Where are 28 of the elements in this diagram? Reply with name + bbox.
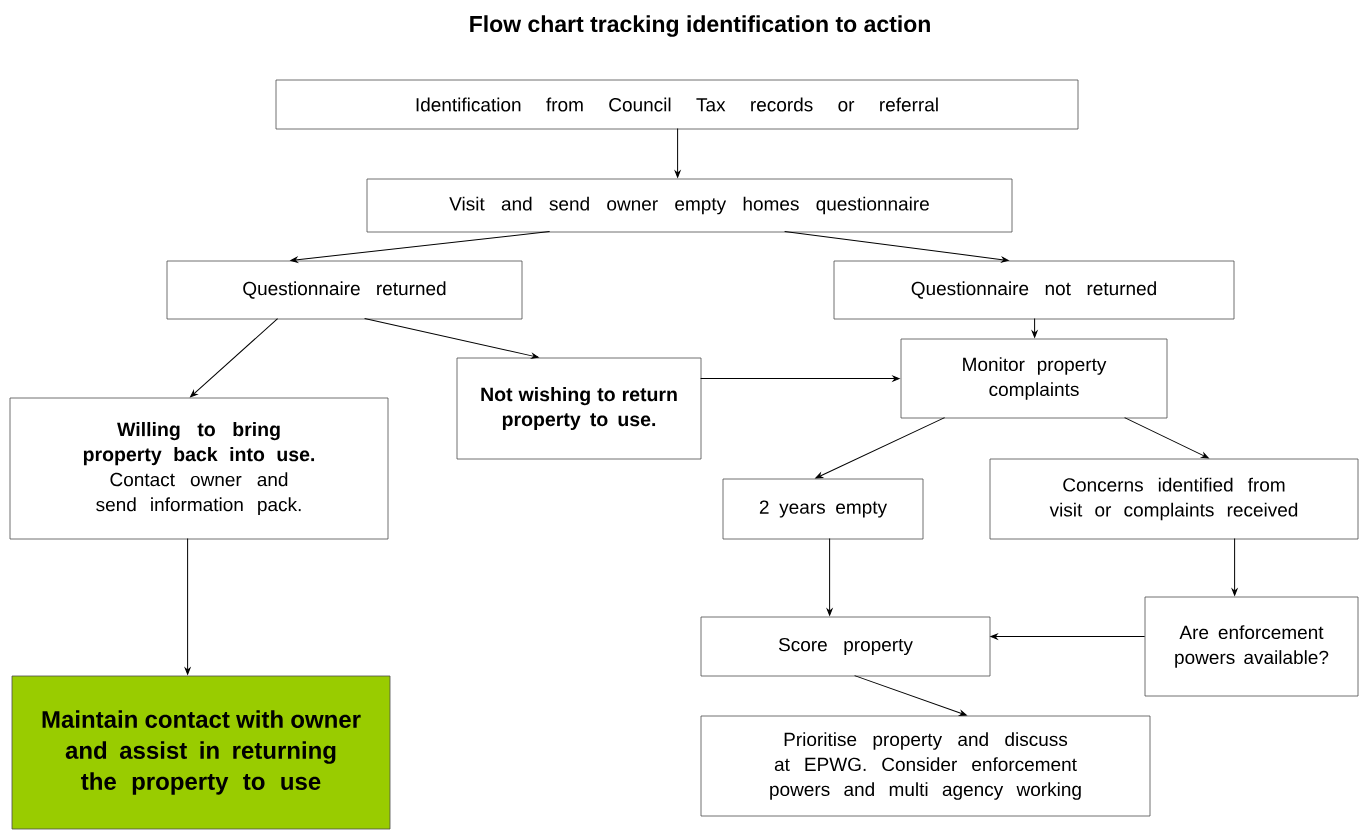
process-box: 2 years empty	[722, 478, 924, 540]
arrow	[1231, 538, 1238, 596]
process-box: Monitor property complaints	[900, 338, 1168, 419]
process-box: Visit and send owner empty homes questionnaire	[366, 178, 1013, 233]
arrow	[1031, 318, 1038, 338]
arrow	[290, 231, 551, 263]
arrow	[826, 538, 833, 616]
process-box: Not wishing to return property to use.	[456, 357, 702, 460]
arrow	[1124, 417, 1209, 459]
process-box: Identification from Council Tax records or referral	[275, 79, 1079, 130]
process-box: Score property	[700, 616, 991, 677]
process-box: Willing to bring property back into use. Contact owner and send information pack.	[9, 397, 389, 540]
arrow	[854, 675, 967, 716]
process-box: Prioritise property and discuss at EPWG. Consider enforcement powers and multi agency working	[700, 715, 1151, 817]
arrow	[364, 318, 539, 359]
arrow	[190, 318, 279, 398]
arrow	[990, 633, 1146, 640]
arrow	[784, 231, 1009, 263]
arrow	[700, 375, 900, 382]
arrow	[674, 128, 681, 178]
arrow	[184, 538, 191, 675]
process-box: Are enforcement powers available?	[1144, 596, 1359, 697]
process-box: Questionnaire returned	[166, 260, 523, 320]
title: Flow chart tracking identification to action	[470, 15, 930, 37]
process-box: Maintain contact with owner and assist in returning the property to use	[11, 675, 391, 830]
process-box: Concerns identified from visit or complaints received	[989, 458, 1359, 540]
arrow	[815, 417, 946, 479]
process-box: Questionnaire not returned	[833, 260, 1235, 320]
